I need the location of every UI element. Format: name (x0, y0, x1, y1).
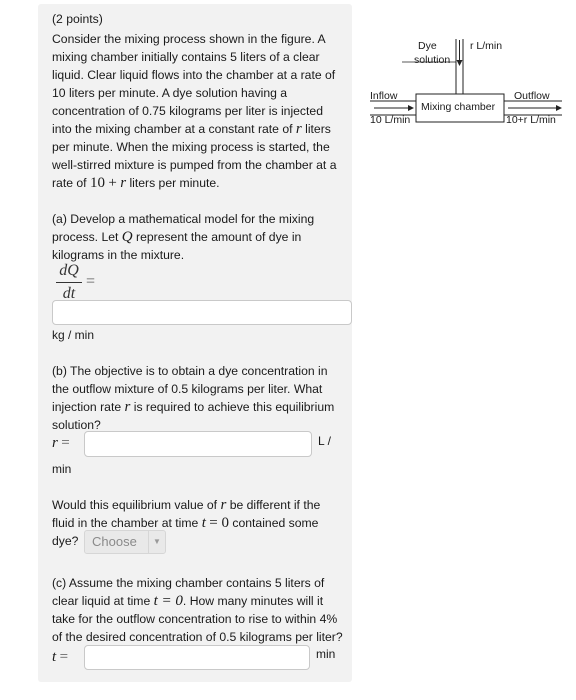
var-r: r (295, 121, 302, 137)
part-b-q2-line-1: Would this equilibrium value of r be dif… (52, 497, 321, 513)
derivative-fraction: dQ dt (56, 262, 82, 303)
part-c-line-1: (c) Assume the mixing chamber contains 5… (52, 576, 325, 590)
diagram-solution-label: solution (414, 54, 451, 66)
part-c-line-2: clear liquid at time t = 0. How many min… (52, 593, 324, 609)
intro-line-4: 10 liters per minute. A dye solution hav… (52, 86, 288, 100)
part-a-line-3: kilograms in the mixture. (52, 248, 185, 262)
part-c-line-3: take for the outflow concentration to ri… (52, 612, 338, 626)
part-b-line-1: (b) The objective is to obtain a dye con… (52, 364, 328, 378)
intro-line-2: mixing chamber initially contains 5 lite… (52, 50, 320, 64)
part-c-answer-input[interactable] (84, 645, 310, 670)
diagram-outflow-label: Outflow (514, 90, 550, 102)
part-a-answer-input[interactable] (52, 300, 352, 325)
part-b-line-2: the outflow mixture of 0.5 kilograms per… (52, 382, 323, 396)
diagram-outflow-rate-label: 10+r L/min (506, 114, 556, 126)
diagram-r-rate-label: r L/min (470, 40, 503, 52)
part-a-line-2: process. Let Q represent the amount of d… (52, 229, 302, 245)
diagram-inflow-rate-label: 10 L/min (370, 114, 411, 126)
intro-line-8: well-stirred mixture is pumped from the … (52, 158, 337, 172)
intro-line-3: liquid. Clear liquid flows into the cham… (52, 68, 336, 82)
diagram-dye-label: Dye (418, 40, 437, 52)
part-b-unit-a: L / (318, 434, 331, 448)
intro-line-6: into the mixing chamber at a constant ra… (52, 121, 331, 137)
question-panel (38, 4, 352, 682)
part-a-equals: = (86, 273, 96, 290)
intro-line-9: rate of 10 + r liters per minute. (52, 175, 220, 191)
part-b-answer-input[interactable] (84, 431, 312, 457)
intro-line-5: concentration of 0.75 kilograms per lite… (52, 104, 323, 118)
chevron-down-icon: ▼ (148, 531, 165, 553)
mixing-diagram (370, 39, 562, 123)
part-b-q2-line-3: dye? (52, 534, 79, 548)
intro-line-7: per minute. When the mixing process is s… (52, 140, 330, 154)
points-label: (2 points) (52, 12, 103, 26)
part-a-unit: kg / min (52, 328, 95, 342)
part-b-line-3: injection rate r is required to achieve … (52, 399, 335, 415)
part-c-unit: min (316, 647, 336, 661)
diagram-chamber-label: Mixing chamber (421, 101, 496, 113)
part-b-unit-b: min (52, 462, 72, 476)
part-b-r-equals: r = (52, 435, 70, 451)
part-c-line-4: of the desired concentration of 0.5 kilo… (52, 630, 343, 644)
equilibrium-choice-select[interactable]: Choose ▼ (84, 530, 166, 554)
part-b-q2-line-2: fluid in the chamber at time t = 0 conta… (52, 515, 319, 531)
diagram-inflow-label: Inflow (370, 90, 398, 102)
mixing-chamber-box (415, 93, 505, 123)
part-b-line-4: solution? (52, 418, 101, 432)
part-a-line-1: (a) Develop a mathematical model for the… (52, 212, 315, 226)
intro-line-1: Consider the mixing process shown in the… (52, 32, 326, 46)
select-value: Choose (92, 534, 137, 549)
part-c-t-equals: t = (52, 649, 69, 665)
